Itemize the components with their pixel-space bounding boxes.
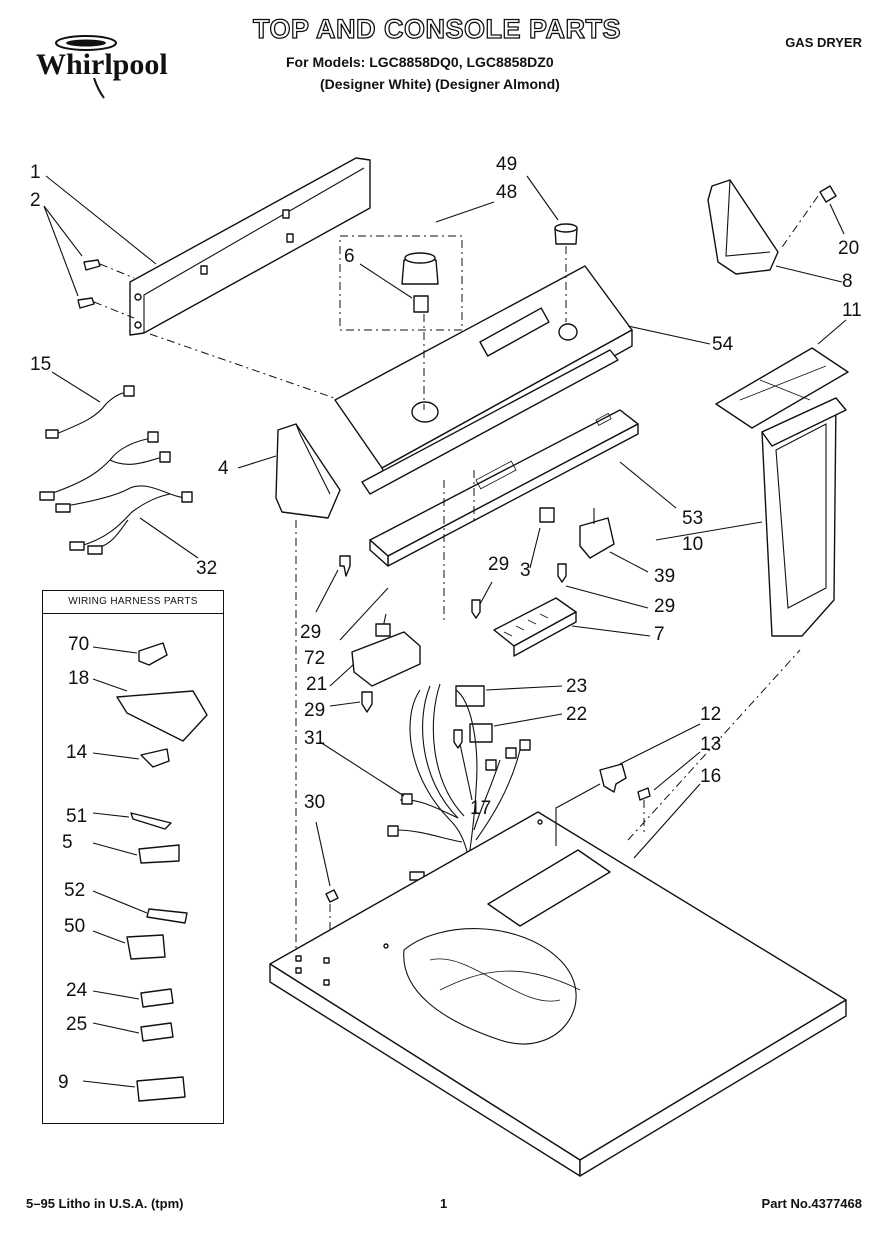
callout-number: 21 bbox=[306, 674, 327, 695]
part-timer-21 bbox=[351, 613, 421, 687]
part-screws-2 bbox=[77, 259, 101, 309]
callout-number: 30 bbox=[304, 792, 325, 813]
part-console bbox=[334, 265, 633, 495]
callout-number: 16 bbox=[700, 766, 721, 787]
footer-part-number: Part No.4377468 bbox=[761, 1196, 862, 1211]
part-end-cap-4 bbox=[275, 423, 341, 519]
callout-number: 51 bbox=[66, 806, 87, 827]
callout-number: 18 bbox=[68, 668, 89, 689]
part-knob-6 bbox=[401, 252, 439, 313]
callout-number: 29 bbox=[488, 554, 509, 575]
callout-number: 29 bbox=[300, 622, 321, 643]
callout-number: 10 bbox=[682, 534, 703, 555]
legend-parts bbox=[82, 642, 208, 1102]
part-panel-bracket-53 bbox=[369, 409, 639, 567]
part-connector-23 bbox=[455, 685, 485, 707]
part-rear-bracket bbox=[129, 157, 371, 336]
legend-divider bbox=[43, 613, 223, 614]
part-bracket-8 bbox=[707, 179, 779, 275]
callout-number: 4 bbox=[218, 458, 229, 479]
callout-number: 9 bbox=[58, 1072, 69, 1093]
wiring-harness-legend: WIRING HARNESS PARTS bbox=[42, 590, 224, 1124]
callout-number: 3 bbox=[520, 560, 531, 581]
callout-number: 17 bbox=[470, 798, 491, 819]
footer-page-number: 1 bbox=[440, 1196, 448, 1211]
part-duct-cover-11 bbox=[715, 347, 849, 429]
variants-line: (Designer White) (Designer Almond) bbox=[320, 76, 560, 92]
callout-number: 2 bbox=[30, 190, 41, 211]
callout-number: 1 bbox=[30, 162, 41, 183]
product-type: GAS DRYER bbox=[785, 35, 862, 50]
svg-text:Whirlpool: Whirlpool bbox=[36, 48, 168, 81]
part-screw-20 bbox=[819, 185, 837, 203]
callout-number: 5 bbox=[62, 832, 73, 853]
callout-number: 54 bbox=[712, 334, 734, 355]
callout-number: 52 bbox=[64, 880, 85, 901]
part-harness-32 bbox=[39, 431, 193, 555]
callout-number: 29 bbox=[654, 596, 675, 617]
callout-leaders bbox=[43, 175, 847, 887]
callout-number: 23 bbox=[566, 676, 587, 697]
callout-number: 15 bbox=[30, 354, 51, 375]
part-terminal-block-7 bbox=[493, 597, 577, 657]
callout-number: 29 bbox=[304, 700, 325, 721]
part-duct-10 bbox=[761, 397, 847, 637]
models-line: For Models: LGC8858DQ0, LGC8858DZ0 bbox=[286, 54, 554, 70]
part-main-harness-31 bbox=[387, 683, 531, 881]
whirlpool-logo: Whirlpool bbox=[36, 35, 168, 99]
callout-number: 12 bbox=[700, 704, 721, 725]
callout-number: 72 bbox=[304, 648, 325, 669]
callout-number: 50 bbox=[64, 916, 85, 937]
callout-number: 53 bbox=[682, 508, 703, 529]
callout-number: 13 bbox=[700, 734, 721, 755]
legend-title: WIRING HARNESS PARTS bbox=[68, 596, 198, 607]
part-screw-13 bbox=[637, 787, 651, 801]
callout-number: 8 bbox=[842, 271, 853, 292]
callout-number: 39 bbox=[654, 566, 675, 587]
callout-number: 70 bbox=[68, 634, 89, 655]
footer-litho: 5–95 Litho in U.S.A. (tpm) bbox=[26, 1196, 184, 1211]
callout-number: 31 bbox=[304, 728, 325, 749]
part-top-panel-16 bbox=[269, 783, 847, 1177]
callout-number: 20 bbox=[838, 238, 859, 259]
part-harness-15 bbox=[45, 385, 135, 439]
callout-number: 48 bbox=[496, 182, 517, 203]
part-bracket-12 bbox=[599, 763, 627, 793]
callout-number: 22 bbox=[566, 704, 587, 725]
page-title: TOP AND CONSOLE PARTS bbox=[252, 13, 622, 44]
callout-number: 7 bbox=[654, 624, 665, 645]
callout-number: 32 bbox=[196, 558, 217, 579]
part-clip-30 bbox=[325, 889, 339, 903]
callout-number: 11 bbox=[842, 300, 862, 321]
part-clip-3 bbox=[539, 507, 555, 523]
callout-number: 14 bbox=[66, 742, 88, 763]
callout-number: 24 bbox=[66, 980, 88, 1001]
part-knob-49 bbox=[554, 223, 578, 245]
part-switch-39 bbox=[579, 508, 615, 559]
callout-number: 6 bbox=[344, 246, 355, 267]
callout-number: 25 bbox=[66, 1014, 87, 1035]
callout-number: 49 bbox=[496, 154, 517, 175]
